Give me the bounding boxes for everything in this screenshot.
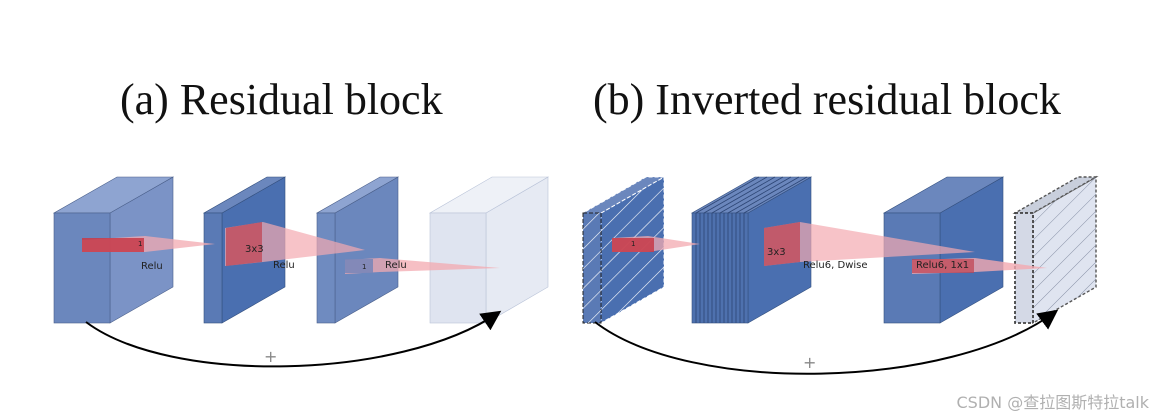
op-label-b3: Relu6, 1x1 xyxy=(916,260,969,271)
op-label-a1: Relu xyxy=(141,261,163,272)
kernel-label-a2: 3x3 xyxy=(245,244,264,255)
kernel-a2 xyxy=(226,222,262,266)
kernel-label-b2: 3x3 xyxy=(767,247,786,258)
skip-connection-a xyxy=(85,310,502,368)
watermark: CSDN @查拉图斯特拉talk xyxy=(956,393,1150,412)
kernel-b3 xyxy=(912,259,974,273)
kernel-b2 xyxy=(764,222,800,266)
op-label-a3: Relu xyxy=(385,260,407,271)
inverted-expansion-block xyxy=(690,176,813,324)
skip-plus-b: + xyxy=(803,353,816,372)
skip-plus-a: + xyxy=(264,347,277,366)
title-inverted-residual-block: (b) Inverted residual block xyxy=(593,75,1061,124)
kernel-label-b1: 1 xyxy=(631,240,635,248)
kernel-a1 xyxy=(82,238,144,252)
kernel-label-a3: 1 xyxy=(362,263,366,271)
kernel-b1 xyxy=(612,238,654,252)
residual-conv3x3-block xyxy=(315,176,400,324)
title-residual-block: (a) Residual block xyxy=(120,75,443,124)
projection-b2 xyxy=(764,222,975,266)
projection-a3 xyxy=(345,258,500,274)
skip-connection-b xyxy=(594,309,1059,375)
op-label-a2: Relu xyxy=(273,260,295,271)
residual-output-block xyxy=(428,176,550,324)
kernel-label-a1: 1 xyxy=(138,240,142,248)
kernel-a3 xyxy=(345,259,373,273)
inverted-output-block xyxy=(1012,175,1099,325)
op-label-b2: Relu6, Dwise xyxy=(803,260,868,271)
